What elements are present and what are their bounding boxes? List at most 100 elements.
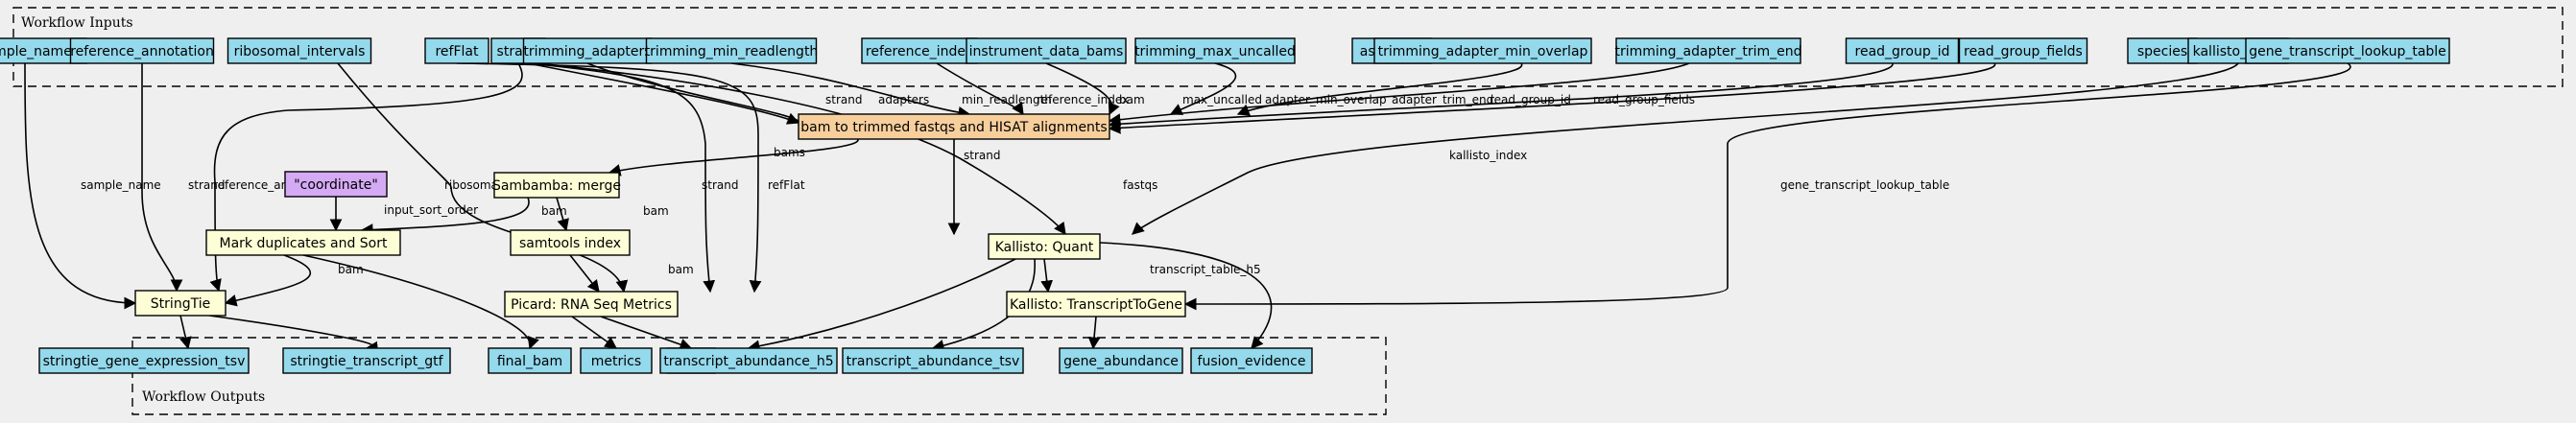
node-kallisto_quant: Kallisto: Quant [988,233,1101,260]
node-box [504,291,679,317]
node-trimming_max_uncalled: trimming_max_uncalled [1134,37,1296,64]
edge-picard_rnaseq-to-metrics [571,316,618,349]
node-label: Picard: RNA Seq Metrics [511,297,672,313]
edge-line [1236,62,1523,116]
node-stringtie_gene_expression_tsv: stringtie_gene_expression_tsv [38,347,250,374]
node-samtools_index: samtools index [510,229,631,256]
edge-bam_to_trimmed-to-kallisto_quant: fastqs [947,139,1157,236]
node-box [227,37,372,64]
node-box [580,347,653,374]
edge-line [1108,62,1996,134]
edge-line [586,62,812,126]
node-label: sample_name [0,44,72,59]
node-box [1958,37,2088,64]
node-box [645,37,818,64]
edge-line [224,254,311,307]
edge-line [571,316,618,349]
edge-line [1108,62,1894,130]
node-label: final_bam [497,354,562,369]
edge-label: min_readlength [962,93,1052,106]
node-label: gene_transcript_lookup_table [2249,44,2446,59]
edge-line [1087,316,1101,350]
node-label: gene_abundance [1063,354,1179,369]
edge-line [730,62,971,119]
edge-label: adapter_trim_end [1392,93,1493,106]
edge-label: strand [825,93,862,106]
edge-samtools_index-to-picard_rnaseq: bam [569,254,694,294]
node-sambamba_merge: Sambamba: merge [492,172,621,199]
node-label: refFlat [435,44,479,59]
edge-stringtie-to-stringtie_gene_expression_tsv [179,315,192,350]
node-box [134,290,227,317]
node-label: trimming_min_readlength [645,44,819,59]
edge-label: strand [702,178,738,192]
node-label: Kallisto: TranscriptToGene [1010,297,1182,313]
edge-stringtie-to-stringtie_transcript_gtf [208,315,378,354]
node-label: reference_annotation [70,44,214,59]
node-reference_index: reference_index [861,37,978,64]
node-read_group_id: read_group_id [1845,37,1960,64]
edge-bam_to_trimmed-to-sambamba_merge: bams [608,138,859,176]
edge-coordinate-to-mark_duplicates: input_sort_order [329,197,478,232]
edge-trimming_min_readlength-to-bam_to_trimmed: min_readlength [730,62,1052,119]
node-label: transcript_abundance_h5 [663,354,833,369]
edge-line [360,197,530,236]
edge-label: bam [338,263,364,276]
node-box [1006,291,1186,317]
node-label: Kallisto: Quant [995,240,1094,255]
edge-label: bam [1119,93,1145,106]
edge-line [936,62,1024,116]
node-kallisto_t2g: Kallisto: TranscriptToGene [1006,291,1186,317]
node-box [1373,37,1592,64]
node-label: trimming_adapter_min_overlap [1378,44,1588,59]
node-label: trimming_max_uncalled [1134,44,1296,59]
edge-reference_index-to-bam_to_trimmed: reference_index [936,62,1129,116]
edge-sambamba_merge-to-samtools_index: bam [556,197,669,232]
edge-line [179,315,192,350]
edge-line [1108,62,1690,127]
workflow-outputs-label: Workflow Outputs [142,389,265,405]
edge-line [302,254,539,350]
node-label: stringtie_transcript_gtf [290,354,443,369]
node-label: trimming_adapter_trim_end [1615,44,1802,59]
edge-label: read_group_id [1490,93,1571,106]
node-box [510,229,631,256]
node-label: ribosomal_intervals [234,44,366,59]
edge-sample_name-to-stringtie: sample_name [24,62,161,310]
edge-label: kallisto_index [1449,149,1527,162]
edge-line [527,62,800,125]
node-box [2127,37,2198,64]
node-label: transcript_abundance_tsv [847,354,1020,369]
edge-line [456,62,762,294]
nodes-layer: sample_namereference_annotationribosomal… [0,37,2450,374]
edge-label: sample_name [81,178,161,192]
edge-line [600,316,693,351]
edge-picard_rnaseq-to-chart [600,316,693,351]
node-trimming_adapter_trim_end: trimming_adapter_trim_end [1615,37,1802,64]
edge-read_group_id-to-bam_to_trimmed: read_group_id [1108,62,1894,130]
edge-line [1183,62,2351,311]
edge-line [1040,258,1054,294]
node-box [988,233,1101,260]
edge-label: strand [964,149,1000,162]
node-box [69,37,215,64]
edge-label: bam [541,204,567,218]
node-box [38,347,250,374]
edge-line [141,63,183,293]
node-box [2245,37,2450,64]
workflow-outputs-cluster: Workflow Outputs [131,337,1387,415]
node-box [205,229,401,256]
edge-refFlat-to-picard_rnaseq: refFlat [456,62,805,294]
edge-trimming_adapter_trim_end-to-bam_to_trimmed: adapter_trim_end [1108,62,1690,127]
node-label: Mark duplicates and Sort [219,236,388,251]
edge-label: input_sort_order [384,203,478,217]
edge-kallisto_quant-to-fusion_evidence [1099,242,1273,349]
node-box [798,113,1110,140]
node-ribosomal_intervals: ribosomal_intervals [227,37,372,64]
node-picard_rnaseq: Picard: RNA Seq Metrics [504,291,679,317]
node-coordinate: "coordinate" [284,171,388,198]
node-box [842,347,1024,374]
edge-kallisto_quant-to-transcript_abundance_h5 [747,258,1016,353]
node-box [424,37,489,64]
edge-label: max_uncalled [1182,93,1262,106]
